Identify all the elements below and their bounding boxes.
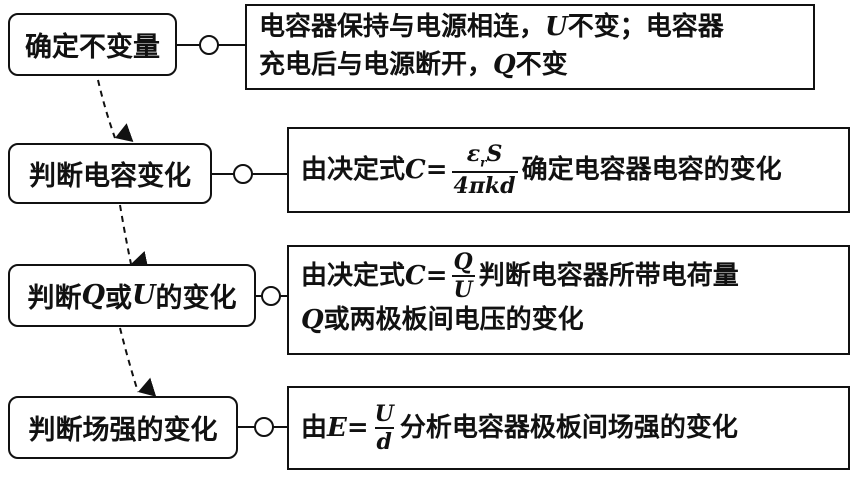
desc-text: 由 (301, 413, 328, 443)
desc-text: 由决定式 (301, 261, 406, 291)
formula-fraction: U d (373, 403, 396, 453)
subscript-r: r (480, 155, 487, 170)
arrow-step3-to-step4 (119, 327, 157, 397)
fraction-denominator: U (451, 275, 475, 303)
desc-text: 电容器保持与电源相连， (259, 12, 546, 42)
desc-text: 不变 (515, 50, 568, 80)
fraction-numerator: U (374, 401, 394, 427)
desc-box-capacitance-formula: 由决定式 C= εrS 4πkd 确定电容器电容的变化 (287, 127, 850, 213)
desc-text: 确定电容器电容的变化 (521, 154, 782, 185)
epsilon: ε (466, 141, 481, 168)
desc-text: 分析电容器极板间场强的变化 (399, 413, 738, 443)
formula-equals: = (346, 413, 369, 443)
step-label-pre: 判断 (27, 283, 82, 314)
desc-line: 由决定式 C= εrS 4πkd 确定电容器电容的变化 (301, 143, 782, 196)
connector-1 (177, 35, 245, 55)
desc-text: 不变；电容器 (567, 12, 724, 42)
formula-fraction: εrS 4πkd (451, 143, 518, 199)
formula-lhs: E (327, 413, 347, 443)
fraction-numerator: εrS (465, 143, 505, 170)
desc-text: 或两极板间电压的变化 (323, 305, 584, 335)
var-q: Q (493, 50, 516, 80)
var-u: U (545, 12, 568, 42)
fraction-denominator: 4πkd (451, 170, 518, 199)
arrow-step1-to-step2 (97, 79, 134, 143)
connector-circle (199, 35, 219, 55)
step-label: 判断场强的变化 (28, 415, 218, 446)
connector-3 (256, 286, 287, 306)
step-label-post: 的变化 (155, 283, 237, 314)
step-label-mid: 或 (104, 283, 132, 314)
fraction-denominator: d (374, 427, 394, 455)
var-s: S (486, 141, 503, 168)
formula-lhs: C (405, 154, 426, 185)
connector-2 (212, 164, 287, 184)
var-u: U (131, 280, 156, 311)
connector-4 (238, 417, 287, 437)
connector-circle (233, 164, 253, 184)
formula-equals: = (425, 261, 448, 291)
connector-circle (254, 417, 274, 437)
step-box-capacitance-change: 判断电容变化 (8, 143, 212, 204)
connector-circle (261, 286, 281, 306)
formula-lhs: C (405, 261, 426, 291)
var-q: Q (81, 280, 105, 311)
desc-text: 由决定式 (301, 154, 406, 185)
desc-text: 判断电容器所带电荷量 (478, 261, 739, 291)
step-label: 确定不变量 (25, 32, 160, 63)
var-q: Q (301, 305, 324, 335)
step-label: 判断电容变化 (29, 161, 191, 192)
step-box-determine-invariant: 确定不变量 (8, 13, 177, 76)
desc-text: 充电后与电源断开， (259, 50, 494, 80)
formula-fraction: Q U (451, 249, 475, 303)
fraction-numerator: Q (453, 249, 473, 275)
step-box-field-strength-change: 判断场强的变化 (8, 396, 238, 459)
formula-equals: = (425, 154, 448, 185)
arrow-step2-to-step3 (119, 204, 149, 271)
